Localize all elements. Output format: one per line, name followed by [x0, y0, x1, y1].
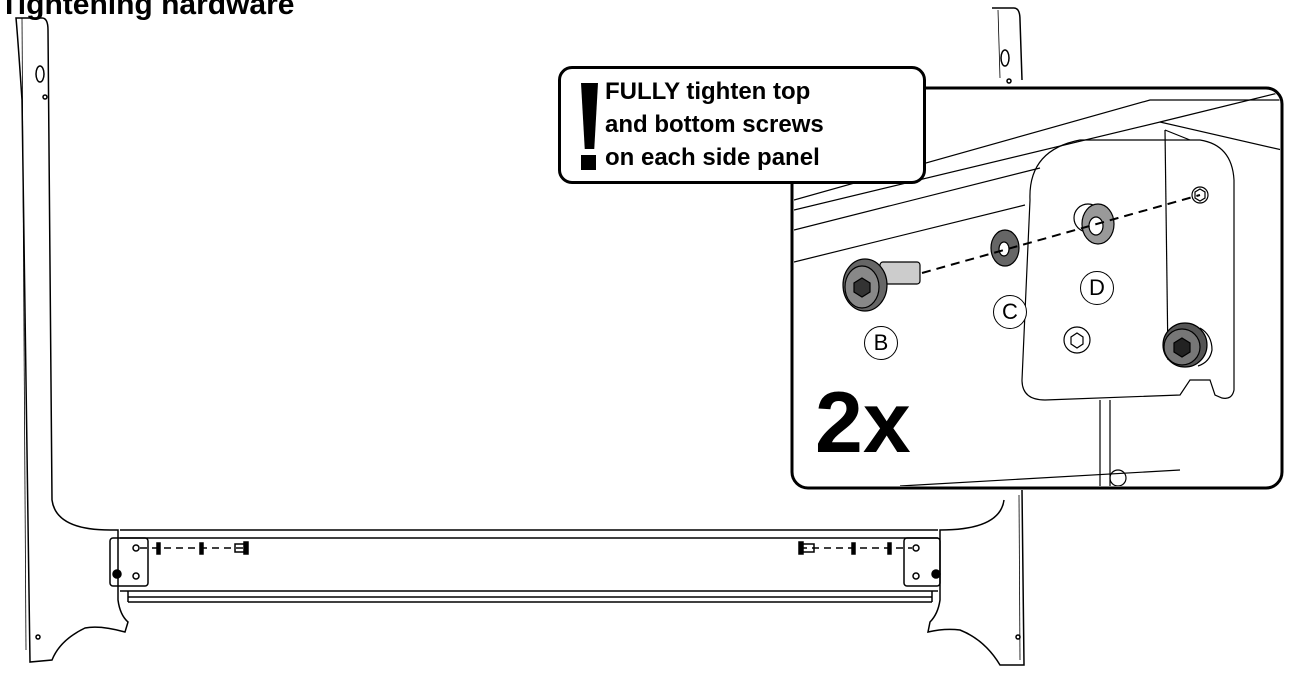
right-side-panel [927, 7, 1025, 666]
callout-d: D [1080, 271, 1114, 305]
warning-line: FULLY tighten top [605, 78, 811, 105]
left-side-panel [15, 17, 129, 663]
detail-inset [790, 86, 1284, 490]
warning-line: on each side panel [605, 144, 820, 171]
callout-b: B [864, 326, 898, 360]
page-heading: Tightening hardware [0, 0, 295, 21]
callout-c: C [993, 295, 1027, 329]
quantity-label: 2x [815, 375, 911, 471]
warning-line: and bottom screws [605, 111, 824, 138]
warning-box: FULLY tighten top and bottom screws on e… [558, 66, 926, 184]
crossbar [120, 529, 938, 603]
exclamation-dot [581, 155, 596, 170]
warning-text: FULLY tighten top and bottom screws on e… [605, 75, 824, 174]
exclamation-icon [579, 83, 601, 151]
